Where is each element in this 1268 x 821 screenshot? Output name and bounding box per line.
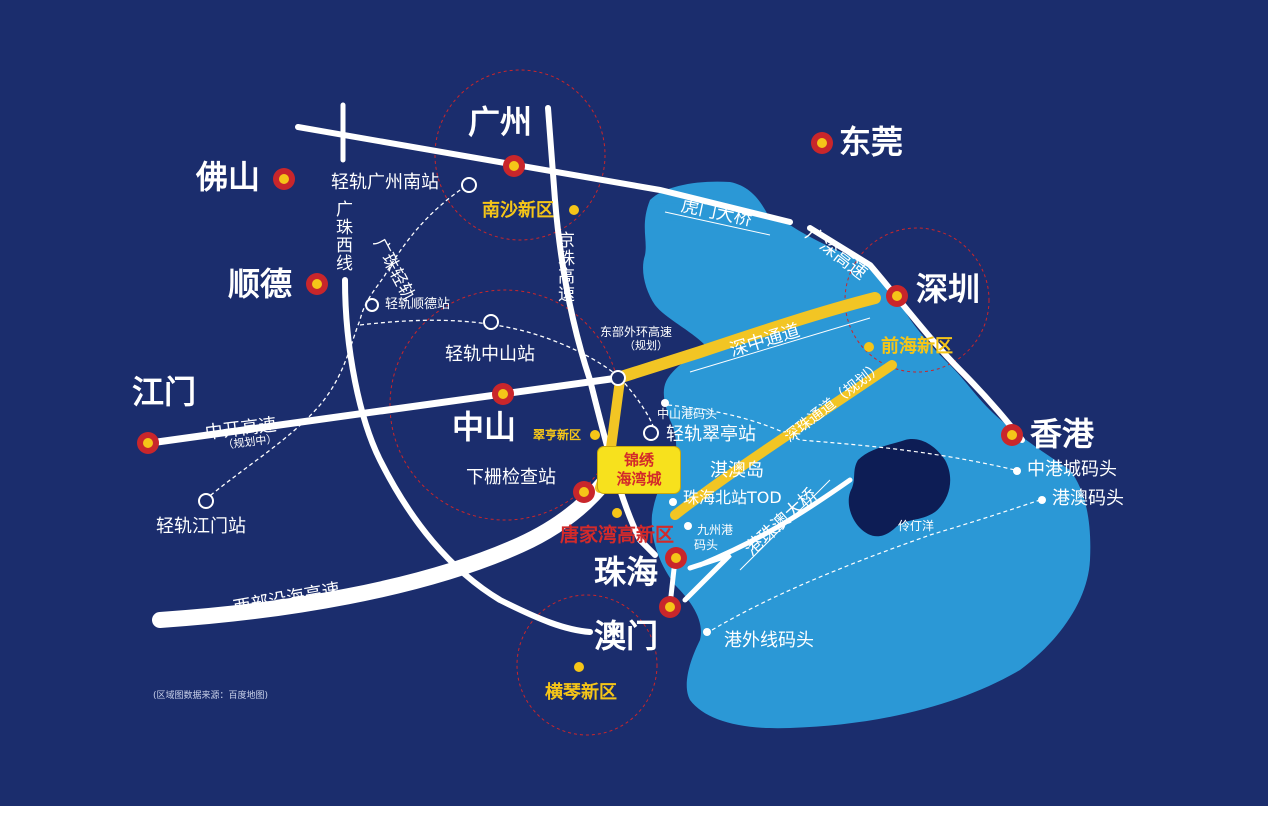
- city-macau: 澳门: [594, 617, 659, 655]
- marker-zhuhai: [665, 547, 687, 569]
- pier-zhongshan-port: 中山港码头: [657, 407, 718, 421]
- city-hongkong: 香港: [1030, 415, 1095, 453]
- pier-jiuzhou-2: 码头: [694, 538, 719, 552]
- marker-shenzhen: [886, 285, 908, 307]
- station-xiazha: 下栅检查站: [466, 467, 556, 488]
- station-shunde: 轻轨顺德站: [385, 297, 451, 312]
- zone-tangjiawan: 唐家湾高新区: [560, 524, 675, 546]
- label-qiao-island: 淇澳岛: [710, 460, 764, 481]
- ferry-dashed-2: [711, 499, 1041, 631]
- road-zhongkai: [146, 374, 622, 447]
- city-shenzhen: 深圳: [916, 270, 981, 308]
- marker-dongguan: [811, 132, 833, 154]
- humen-inlet: [655, 202, 700, 221]
- road-hzm-bridge: [682, 477, 853, 603]
- station-zhongshan: 轻轨中山站: [445, 344, 535, 365]
- zone-markers: [569, 205, 874, 672]
- marker-macau: [659, 596, 681, 618]
- marker-hongkong: [1001, 424, 1023, 446]
- pier-china-hk-city: 中港城码头: [1027, 459, 1117, 480]
- project-box[interactable]: 锦绣 海湾城: [598, 447, 680, 493]
- city-dongguan: 东莞: [839, 123, 904, 161]
- road-guangshen: [807, 225, 1025, 443]
- road-shenzhu: [670, 360, 897, 520]
- city-shunde: 顺德: [228, 265, 293, 303]
- city-guangzhou: 广州: [468, 103, 533, 141]
- road-label-east-ring-note: （规划）: [624, 339, 668, 352]
- road-western-coastal: [152, 477, 610, 628]
- pier-port-outer: 港外线码头: [724, 630, 814, 651]
- project-name-line2: 海湾城: [616, 470, 662, 488]
- bottom-margin: [0, 806, 1268, 821]
- hengqin-ring: [516, 594, 658, 736]
- water-lingdingyang: 伶仃洋: [898, 519, 935, 533]
- road-label-east-ring: 东部外环高速: [600, 325, 673, 339]
- city-zhongshan: 中山: [452, 408, 517, 446]
- light-rail-branch: [359, 319, 656, 433]
- city-markers: [137, 132, 1023, 618]
- road-shenzhong: [612, 292, 881, 384]
- zone-cuiheng: 翠亨新区: [533, 428, 582, 442]
- marker-foshan: [273, 168, 295, 190]
- marker-shunde: [306, 273, 328, 295]
- zone-qianhai: 前海新区: [881, 336, 953, 357]
- guangzhou-ring: [434, 69, 606, 241]
- hzm-bracket: [739, 479, 831, 571]
- station-rings: [198, 177, 659, 509]
- zone-nansha: 南沙新区: [482, 200, 554, 221]
- ferry-dashed-1: [667, 404, 1016, 471]
- marker-guangzhou: [503, 155, 525, 177]
- station-cuiheng: 轻轨翠亭站: [666, 424, 756, 445]
- road-label-guangzhu-west: 广珠西线: [332, 200, 352, 272]
- marker-zhongshan: [492, 383, 514, 405]
- light-rail-dashed: [204, 185, 467, 501]
- city-foshan: 佛山: [196, 158, 261, 196]
- pier-dots: [661, 399, 1046, 636]
- station-jiangmen: 轻轨江门站: [156, 516, 246, 537]
- humen-underline: [664, 211, 771, 236]
- pier-hk-macau: 港澳码头: [1052, 488, 1124, 509]
- road-label-jingzhu: 京珠高速: [554, 231, 574, 303]
- project-name-line1: 锦绣: [623, 451, 654, 469]
- road-guangzhu-west: [342, 277, 593, 635]
- marker-xiazha: [573, 481, 595, 503]
- city-jiangmen: 江门: [132, 373, 197, 411]
- source-note: (区域图数据来源：百度地图): [153, 691, 269, 701]
- shenzhen-ring: [844, 227, 990, 373]
- pier-jiuzhou-1: 九州港: [697, 523, 734, 537]
- zone-hengqin: 横琴新区: [545, 682, 617, 703]
- lantau-island: [848, 439, 951, 537]
- station-zhuhai-north: 珠海北站TOD: [683, 488, 782, 507]
- road-humen: [295, 124, 793, 225]
- shenzhong-bracket: [689, 317, 871, 373]
- marker-jiangmen: [137, 432, 159, 454]
- city-zhuhai: 珠海: [594, 553, 659, 591]
- station-gz-south: 轻轨广州南站: [331, 172, 439, 193]
